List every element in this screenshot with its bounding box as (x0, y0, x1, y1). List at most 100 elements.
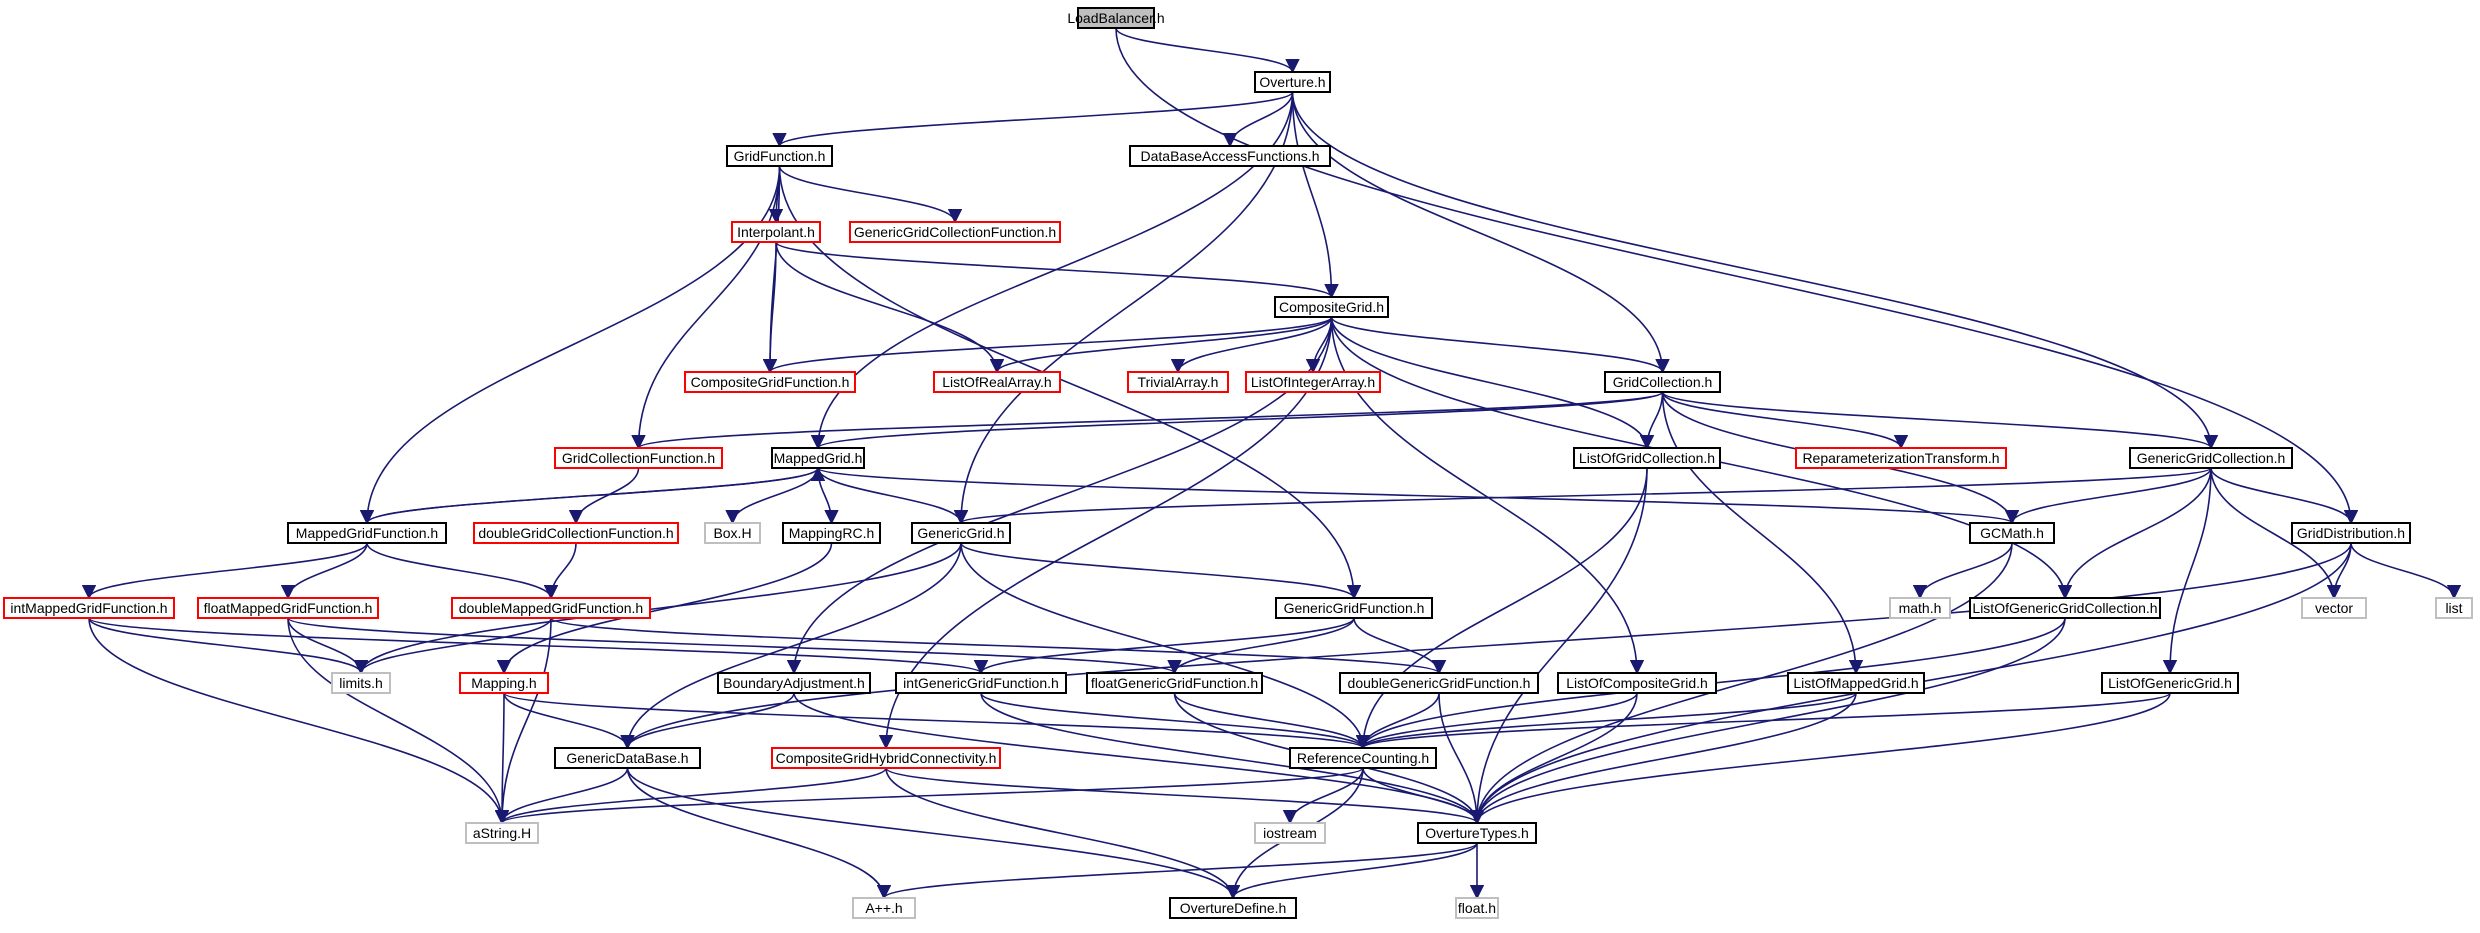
node-box-GCMath (1969, 522, 2055, 544)
node-OvertureTypes[interactable]: OvertureTypes.h (1417, 822, 1537, 844)
node-MappedGridFunction[interactable]: MappedGridFunction.h (287, 522, 447, 544)
node-label-ListOfRealArray: ListOfRealArray.h (942, 374, 1051, 390)
edge-GridCollection-to-ListOfMappedGrid (1661, 391, 1864, 675)
node-label-TrivialArray: TrivialArray.h (1138, 374, 1219, 390)
edge-ListOfGenericGrid-to-ReferenceCounting (1356, 692, 2171, 750)
node-doubleGenericGridFunction[interactable]: doubleGenericGridFunction.h (1339, 672, 1539, 694)
node-label-CompositeGridFunction: CompositeGridFunction.h (691, 374, 850, 390)
node-Overture[interactable]: Overture.h (1254, 71, 1331, 93)
node-LoadBalancer[interactable]: LoadBalancer.h (1067, 7, 1165, 29)
edge-MappedGrid-to-GCMath (817, 467, 2019, 525)
edge-MappedGridFunction-to-doubleMappedGridFunction (366, 542, 559, 600)
node-ListOfMappedGrid[interactable]: ListOfMappedGrid.h (1787, 672, 1925, 694)
node-TrivialArray[interactable]: TrivialArray.h (1127, 371, 1229, 393)
edge-CompositeGridHybridConnectivity-to-OvertureTypes (885, 767, 1484, 825)
node-Appzh[interactable]: A++.h (852, 897, 916, 919)
node-CompositeGridFunction[interactable]: CompositeGridFunction.h (684, 371, 856, 393)
node-GridDistribution[interactable]: GridDistribution.h (2291, 522, 2411, 544)
edge-ListOfCompositeGrid-to-ReferenceCounting (1355, 692, 1638, 750)
node-floath[interactable]: float.h (1455, 897, 1499, 919)
node-label-OvertureDefine: OvertureDefine.h (1180, 900, 1287, 916)
node-box-Appzh (852, 897, 916, 919)
edge-GridCollection-to-GridCollectionFunction (631, 391, 1664, 450)
node-GenericGridCollection[interactable]: GenericGridCollection.h (2129, 447, 2293, 469)
node-box-GenericDataBase (554, 747, 701, 769)
edge-ListOfCompositeGrid-to-OvertureTypes (1469, 692, 1638, 825)
node-doubleMappedGridFunction[interactable]: doubleMappedGridFunction.h (451, 597, 651, 619)
node-box-GenericGridFunction (1275, 597, 1433, 619)
node-box-list (2435, 597, 2473, 619)
node-iostream[interactable]: iostream (1254, 822, 1326, 844)
node-ListOfGenericGrid[interactable]: ListOfGenericGrid.h (2101, 672, 2239, 694)
node-box-ReferenceCounting (1289, 747, 1437, 769)
node-Mapping[interactable]: Mapping.h (459, 672, 549, 694)
node-ListOfGridCollection[interactable]: ListOfGridCollection.h (1573, 447, 1721, 469)
edge-GenericGridCollection-to-ListOfGenericGrid (2162, 467, 2212, 675)
node-list[interactable]: list (2435, 597, 2473, 619)
edge-ListOfGenericGrid-to-OvertureTypes (1469, 692, 2171, 825)
node-MappingRC[interactable]: MappingRC.h (782, 522, 881, 544)
node-GenericDataBase[interactable]: GenericDataBase.h (554, 747, 701, 769)
node-CompositeGrid[interactable]: CompositeGrid.h (1274, 296, 1389, 318)
node-box-ListOfGridCollection (1573, 447, 1721, 469)
node-label-GridDistribution: GridDistribution.h (2297, 525, 2405, 541)
edge-floatMappedGridFunction-to-aStringH (287, 617, 510, 825)
node-ListOfRealArray[interactable]: ListOfRealArray.h (933, 371, 1061, 393)
edge-intGenericGridFunction-to-ReferenceCounting (980, 692, 1370, 750)
node-ReferenceCounting[interactable]: ReferenceCounting.h (1289, 747, 1437, 769)
node-ListOfGenericGridCollection[interactable]: ListOfGenericGridCollection.h (1969, 597, 2161, 619)
node-doubleGridCollectionFunction[interactable]: doubleGridCollectionFunction.h (473, 522, 679, 544)
edge-GenericGridCollection-to-GCMath (2004, 467, 2212, 525)
node-BoundaryAdjustment[interactable]: BoundaryAdjustment.h (717, 672, 871, 694)
edge-GenericGridFunction-to-floatGenericGridFunction (1167, 617, 1355, 675)
node-label-CompositeGridHybridConnectivity: CompositeGridHybridConnectivity.h (776, 750, 997, 766)
edge-CompositeGridHybridConnectivity-to-aStringH (495, 767, 887, 825)
node-intGenericGridFunction[interactable]: intGenericGridFunction.h (895, 672, 1067, 694)
node-box-ReparameterizationTransform (1795, 447, 2007, 469)
edge-Overture-to-GridCollection (1291, 91, 1670, 374)
edge-ReferenceCounting-to-iostream (1282, 767, 1364, 825)
node-ListOfIntegerArray[interactable]: ListOfIntegerArray.h (1245, 371, 1381, 393)
node-BoxH[interactable]: Box.H (704, 522, 761, 544)
node-GridFunction[interactable]: GridFunction.h (726, 145, 833, 167)
edge-intMappedGridFunction-to-intGenericGridFunction (88, 617, 988, 675)
node-label-ListOfGenericGridCollection: ListOfGenericGridCollection.h (1972, 600, 2157, 616)
edge-Interpolant-to-CompositeGridFunction (762, 241, 778, 374)
node-box-GridCollectionFunction (554, 447, 723, 469)
node-MappedGrid[interactable]: MappedGrid.h (771, 447, 865, 469)
edge-GridFunction-to-GridCollectionFunction (631, 165, 781, 450)
node-GenericGridCollectionFunction[interactable]: GenericGridCollectionFunction.h (849, 221, 1061, 243)
node-floatMappedGridFunction[interactable]: floatMappedGridFunction.h (197, 597, 379, 619)
node-GridCollectionFunction[interactable]: GridCollectionFunction.h (554, 447, 723, 469)
node-GridCollection[interactable]: GridCollection.h (1604, 371, 1721, 393)
node-label-vector: vector (2315, 600, 2353, 616)
node-label-GenericGrid: GenericGrid.h (917, 525, 1004, 541)
node-ReparameterizationTransform[interactable]: ReparameterizationTransform.h (1795, 447, 2007, 469)
node-limitsh[interactable]: limits.h (331, 672, 391, 694)
node-GCMath[interactable]: GCMath.h (1969, 522, 2055, 544)
node-CompositeGridHybridConnectivity[interactable]: CompositeGridHybridConnectivity.h (771, 747, 1001, 769)
node-vector[interactable]: vector (2301, 597, 2367, 619)
node-OvertureDefine[interactable]: OvertureDefine.h (1169, 897, 1297, 919)
node-aStringH[interactable]: aString.H (465, 822, 539, 844)
node-box-Interpolant (731, 221, 821, 243)
node-intMappedGridFunction[interactable]: intMappedGridFunction.h (3, 597, 175, 619)
node-box-doubleGenericGridFunction (1339, 672, 1539, 694)
node-label-mathh: math.h (1899, 600, 1942, 616)
node-box-doubleMappedGridFunction (451, 597, 651, 619)
edge-GenericGridFunction-to-doubleGenericGridFunction (1353, 617, 1447, 675)
node-box-ListOfIntegerArray (1245, 371, 1381, 393)
node-label-GenericDataBase: GenericDataBase.h (566, 750, 688, 766)
edge-MappingRC-to-Mapping (496, 542, 833, 675)
node-ListOfCompositeGrid[interactable]: ListOfCompositeGrid.h (1557, 672, 1717, 694)
node-mathh[interactable]: math.h (1889, 597, 1951, 619)
node-box-ListOfRealArray (933, 371, 1061, 393)
node-label-Interpolant: Interpolant.h (737, 224, 815, 240)
node-GenericGrid[interactable]: GenericGrid.h (911, 522, 1011, 544)
node-box-iostream (1254, 822, 1326, 844)
node-box-LoadBalancer (1077, 7, 1155, 29)
node-Interpolant[interactable]: Interpolant.h (731, 221, 821, 243)
node-floatGenericGridFunction[interactable]: floatGenericGridFunction.h (1086, 672, 1263, 694)
node-GenericGridFunction[interactable]: GenericGridFunction.h (1275, 597, 1433, 619)
node-DataBaseAccessFunctions[interactable]: DataBaseAccessFunctions.h (1129, 145, 1331, 167)
